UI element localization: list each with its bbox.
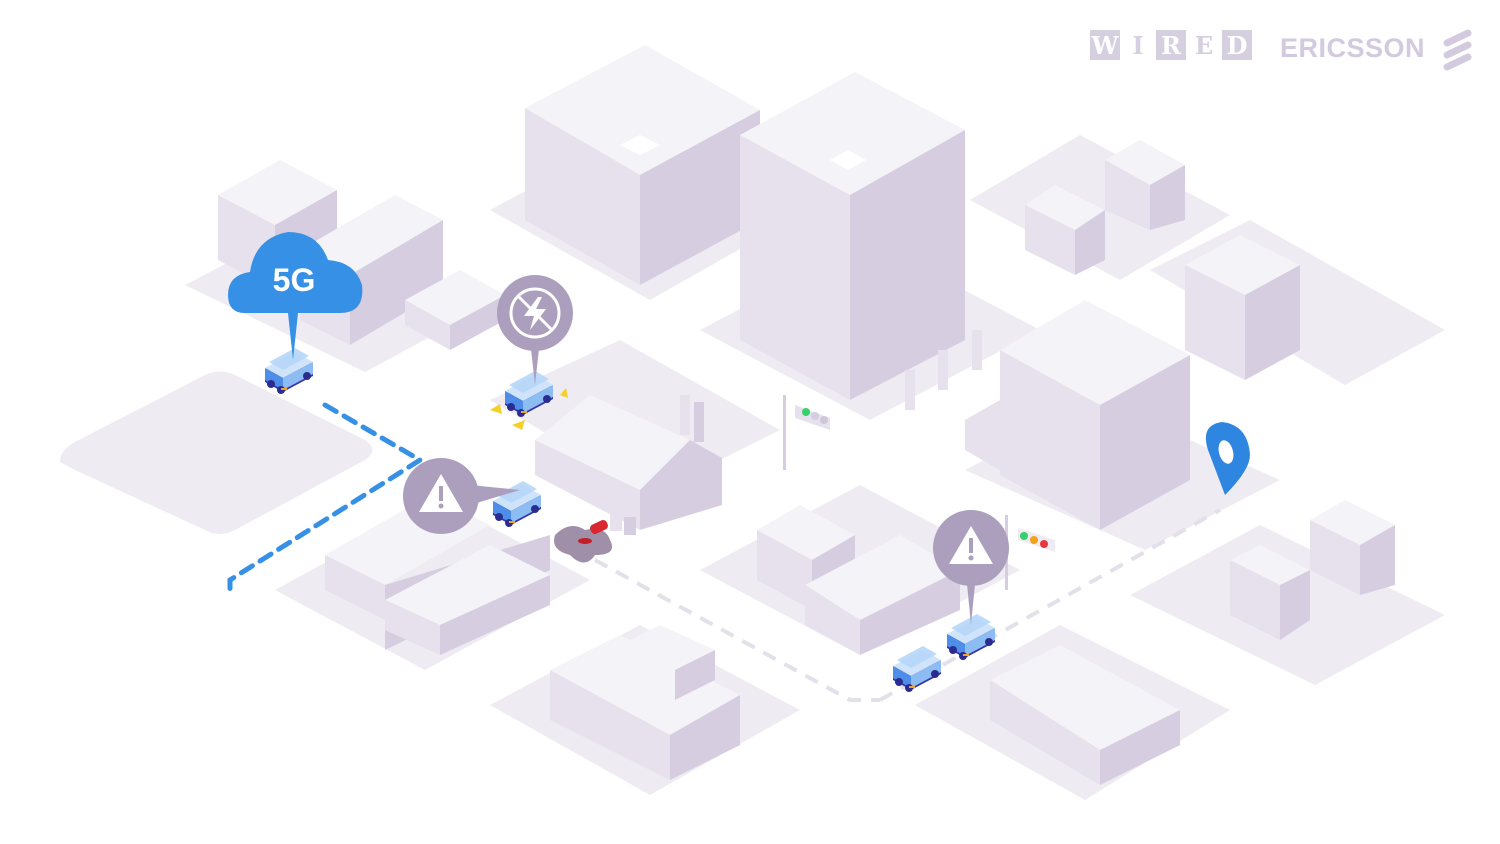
building-office-a [525, 45, 760, 285]
traffic-light-2 [1005, 515, 1055, 590]
wired-letter-r: R [1156, 30, 1186, 60]
building-warehouse [535, 395, 722, 530]
lightning-crossed-icon [509, 287, 561, 339]
building-bottom-right [990, 645, 1180, 785]
5g-route-path [227, 402, 425, 598]
vehicle-queued-back [893, 646, 941, 692]
warning-triangle-icon [949, 526, 993, 564]
vehicle-5g-connected [265, 348, 313, 394]
wired-letter-w: W [1090, 30, 1120, 60]
buildings [218, 45, 1395, 785]
building-bottom-center [550, 625, 740, 780]
oil-spill [554, 513, 636, 563]
warning-triangle-icon [419, 474, 463, 512]
ericsson-wordmark: ERICSSON [1280, 33, 1426, 63]
hazard-marks [490, 388, 568, 430]
building-middle-l [757, 505, 960, 655]
5g-label: 5G [272, 262, 316, 298]
building-right-tower [1185, 235, 1300, 380]
building-houses-bottom [1230, 500, 1395, 640]
location-pin-icon [1205, 422, 1250, 495]
wired-letter-i: I [1132, 30, 1144, 60]
wired-letter-d: D [1222, 30, 1252, 60]
building-office-b [965, 300, 1190, 530]
warning-marker-1 [403, 458, 520, 534]
5g-cloud-icon [228, 232, 363, 360]
building-bottom-left [325, 495, 550, 655]
vehicle-warning [493, 481, 541, 527]
building-houses-top [1025, 140, 1185, 275]
ericsson-stripes-icon [1443, 29, 1472, 71]
road-markings [594, 508, 1221, 702]
no-power-marker [497, 275, 573, 385]
wired-logo: W I R E D [1090, 30, 1252, 60]
traffic-light-1 [783, 395, 830, 470]
red-barrel [590, 519, 608, 535]
wired-letter-e: E [1194, 30, 1214, 60]
warning-marker-2 [933, 510, 1009, 625]
building-tower [740, 72, 965, 400]
